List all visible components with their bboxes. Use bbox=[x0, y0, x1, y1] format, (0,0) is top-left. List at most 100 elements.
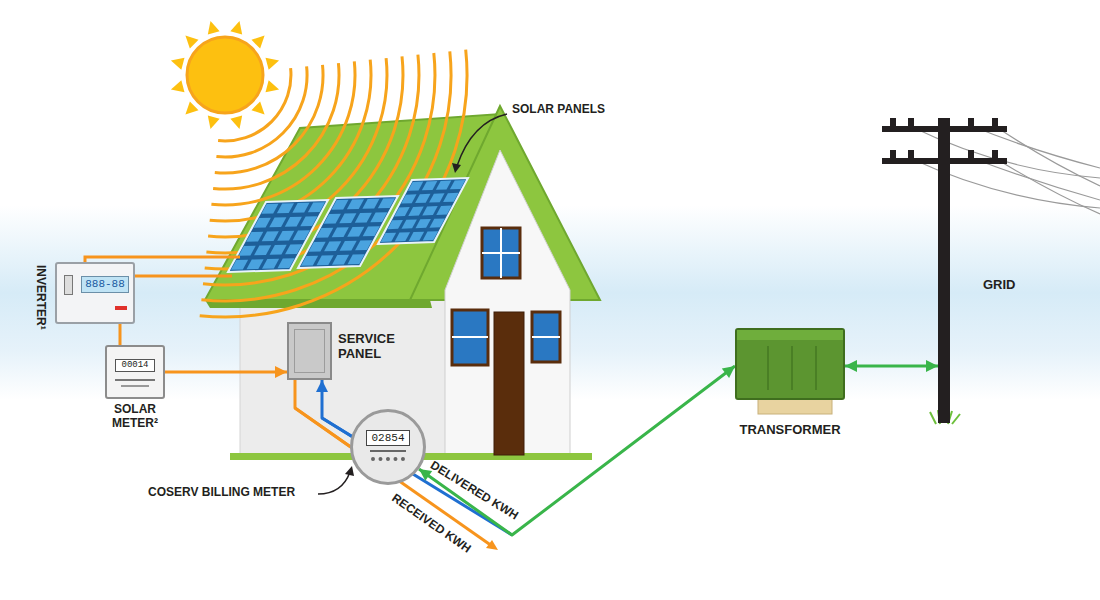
inverter-display: 888-88 bbox=[81, 276, 129, 293]
sun-ray bbox=[171, 80, 185, 92]
solar-cell bbox=[430, 218, 445, 227]
solar-cell bbox=[340, 241, 357, 251]
solar-cell bbox=[355, 213, 372, 223]
arrowhead bbox=[845, 360, 857, 372]
solar-cell bbox=[348, 254, 365, 264]
transformer-rib bbox=[791, 346, 793, 390]
solar-cell bbox=[332, 255, 349, 265]
solar-cell bbox=[381, 233, 396, 242]
solar-cell bbox=[408, 182, 423, 191]
utility-pole: GRID bbox=[938, 118, 950, 423]
solar-cell bbox=[363, 226, 380, 236]
meter-detail bbox=[115, 379, 155, 381]
sun-disc bbox=[187, 37, 263, 113]
arrowhead bbox=[722, 366, 735, 378]
sun-ray bbox=[185, 35, 198, 48]
grid-label: GRID bbox=[983, 278, 1016, 293]
meter-leader bbox=[318, 472, 350, 494]
solar-cell bbox=[355, 240, 372, 250]
solar-cell bbox=[292, 203, 309, 213]
solar-cell bbox=[301, 256, 318, 266]
panel-door bbox=[294, 329, 325, 373]
inverter-led bbox=[115, 306, 127, 310]
solar-cell bbox=[394, 207, 409, 216]
leader-arrowhead bbox=[452, 163, 461, 173]
solar-cell bbox=[293, 230, 310, 240]
transformer-label: TRANSFORMER bbox=[739, 423, 840, 438]
solar-cell bbox=[429, 193, 444, 202]
house-front-wall bbox=[445, 150, 570, 455]
sun-ray bbox=[251, 35, 264, 48]
connector bbox=[845, 365, 938, 368]
sun-ray bbox=[251, 101, 264, 114]
solar-cell bbox=[254, 218, 271, 228]
solar-meter-box: 00014SOLAR METER² bbox=[105, 345, 165, 399]
sun-ray bbox=[185, 101, 198, 114]
sun-ray bbox=[266, 80, 280, 92]
sun bbox=[171, 21, 279, 129]
sun-ray bbox=[208, 21, 220, 35]
solar-cell bbox=[317, 255, 334, 265]
inverter-label: INVERTER¹ bbox=[33, 265, 47, 330]
solar-cell bbox=[277, 203, 294, 213]
solar-cell bbox=[254, 245, 271, 255]
solar-cell bbox=[262, 231, 279, 241]
meter-dials bbox=[371, 457, 405, 461]
solar-cell bbox=[308, 202, 325, 212]
service-panel-label: SERVICE PANEL bbox=[338, 332, 414, 362]
solar-panel bbox=[378, 178, 468, 244]
solar-cell bbox=[246, 232, 263, 242]
solar-cell bbox=[450, 180, 465, 189]
solar-cell bbox=[247, 259, 264, 269]
solar-meter-label: SOLAR METER² bbox=[97, 403, 173, 431]
door bbox=[494, 312, 524, 455]
solar-cell bbox=[443, 193, 458, 202]
billing-meter: 02854 bbox=[350, 409, 426, 485]
connector bbox=[165, 371, 287, 374]
solar-cell bbox=[239, 246, 256, 256]
connector bbox=[419, 366, 735, 535]
solar-cell bbox=[261, 204, 278, 214]
transformer-pad bbox=[758, 398, 832, 414]
solar-cell bbox=[285, 244, 302, 254]
sun-ray bbox=[266, 58, 280, 70]
solar-cell bbox=[331, 200, 348, 210]
service-panel-box: SERVICE PANEL bbox=[287, 322, 332, 380]
sun-ray bbox=[208, 116, 220, 130]
inverter-switch bbox=[64, 275, 73, 295]
solar-cell bbox=[416, 219, 431, 228]
solar-cell bbox=[401, 194, 416, 203]
inverter-box: INVERTER¹888-88 bbox=[55, 262, 135, 324]
solar-cell bbox=[300, 216, 317, 226]
solar-cell bbox=[269, 217, 286, 227]
solar-cell bbox=[347, 199, 364, 209]
solar-cell bbox=[277, 231, 294, 241]
transformer-box: TRANSFORMER bbox=[735, 328, 845, 400]
solar-cell bbox=[262, 259, 279, 269]
solar-cell bbox=[324, 214, 341, 224]
connector bbox=[295, 380, 350, 447]
solar-cell bbox=[395, 232, 410, 241]
solar-cell bbox=[415, 194, 430, 203]
arrowhead bbox=[926, 360, 938, 372]
received-arrowhead bbox=[486, 540, 498, 550]
callout-label: COSERV BILLING METER bbox=[148, 486, 295, 500]
solar-cell bbox=[231, 260, 248, 270]
sun-ray bbox=[230, 116, 242, 130]
solar-cell bbox=[409, 232, 424, 241]
solar-cell bbox=[362, 199, 379, 209]
meter-reading: 02854 bbox=[366, 430, 410, 446]
solar-cell bbox=[436, 181, 451, 190]
solar-cell bbox=[408, 207, 423, 216]
leader-arrowhead bbox=[345, 466, 354, 476]
solar-cell bbox=[423, 231, 438, 240]
arrowhead bbox=[275, 366, 287, 378]
meter-detail bbox=[370, 450, 406, 452]
arrowhead bbox=[316, 380, 328, 392]
solar-cell bbox=[332, 227, 349, 237]
transformer-lid bbox=[737, 330, 843, 340]
solar-cell bbox=[316, 228, 333, 238]
solar-cell bbox=[378, 198, 395, 208]
